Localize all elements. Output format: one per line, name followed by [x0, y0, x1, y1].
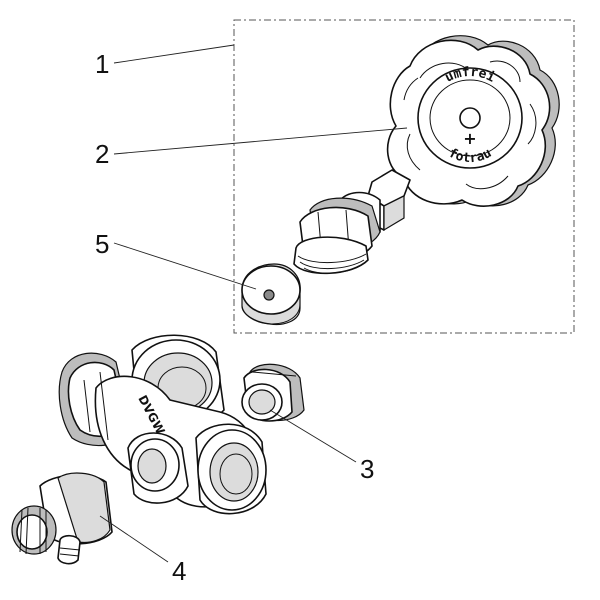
callout-2: 2 [95, 139, 109, 169]
leader-lines [99, 44, 408, 563]
valve-body: DVGW [58, 334, 267, 515]
rubber-washer [241, 263, 301, 326]
knob-label-top: umfrei [443, 65, 498, 86]
drain-fitting [11, 472, 113, 565]
knob-symbol: + [463, 129, 476, 148]
knob-label-bottom: fotrau [446, 146, 494, 166]
valve-spindle [293, 169, 411, 275]
callout-5: 5 [95, 229, 109, 259]
callout-1: 1 [95, 49, 109, 79]
handwheel-knob: + umfrei fotrau [386, 35, 560, 207]
end-cap-plug [241, 363, 305, 422]
callout-3: 3 [360, 454, 374, 484]
assembly-group-box [233, 19, 575, 334]
callout-4: 4 [172, 556, 186, 586]
